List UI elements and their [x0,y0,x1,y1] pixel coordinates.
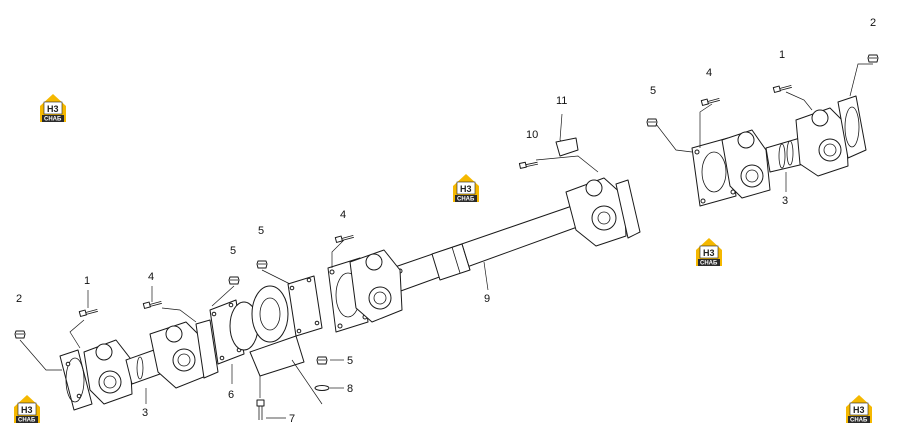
watermark-logo-3: H3 СНАБ [695,237,723,267]
callout-9: 9 [484,293,490,305]
bolt-4-right-icon [700,95,721,106]
watermark-bottom-text: СНАБ [700,261,718,267]
watermark-top-text: H3 [460,184,472,194]
callout-10: 10 [526,129,538,141]
nut-2-left-icon [14,330,26,339]
watermark-bottom-text: СНАБ [44,117,62,123]
upper-right-cardan-shaft [691,95,867,207]
plate-11-icon [555,137,579,157]
callout-7: 7 [289,413,295,425]
callout-3-right: 3 [782,195,788,207]
watermark-logo-1: H3 СНАБ [39,93,67,123]
bolt-4-mid-icon [334,232,355,243]
callout-4-mid: 4 [340,209,346,221]
bolt-7-icon [256,399,265,420]
nut-2-right-icon [867,54,879,63]
leader-5-mid-a [211,285,235,307]
bolt-4-left-icon [142,298,163,309]
leader-1-right [785,91,813,111]
callout-11: 11 [556,95,567,107]
watermark-bottom-text: СНАБ [18,418,36,424]
bolt-10-icon [518,159,539,169]
bolt-1-left-icon [78,306,99,317]
leader-10 [535,155,599,173]
leader-1-left-b [69,319,85,349]
callout-5-low: 5 [347,355,353,367]
leader-5-mid-b [261,269,291,285]
leader-2-left [19,339,62,371]
washer-8-icon [314,385,330,391]
watermark-top-text: H3 [47,104,59,114]
callout-4-right: 4 [706,67,712,79]
leader-4-mid [331,239,345,268]
callout-2-right: 2 [870,17,876,29]
lower-left-cardan-shaft [59,319,219,411]
nut-5-mid-a-icon [228,276,240,285]
watermark-bottom-text: СНАБ [457,197,475,203]
callout-1-right: 1 [779,49,785,61]
callout-5-mid-b: 5 [258,225,264,237]
callout-2-left: 2 [16,293,22,305]
bolt-1-right-icon [772,82,793,93]
leader-8-link [291,359,323,405]
watermark-logo-5: H3 СНАБ [845,394,873,424]
watermark-logo-4: H3 СНАБ [13,394,41,424]
watermark-top-text: H3 [853,405,865,415]
callout-4-left: 4 [148,271,154,283]
leader-4-right [699,103,713,148]
middle-long-shaft [327,177,641,333]
watermark-logo-2: H3 СНАБ [452,173,480,203]
leader-2-right [849,63,873,97]
callout-5-right: 5 [650,85,656,97]
watermark-top-text: H3 [703,248,715,258]
callout-3-left: 3 [142,407,148,419]
leader-9 [483,261,489,291]
leader-5-right [655,123,693,153]
watermark-top-text: H3 [21,405,33,415]
watermark-bottom-text: СНАБ [850,418,868,424]
callout-8: 8 [347,383,353,395]
callout-1-left: 1 [84,275,90,287]
nut-5-right-icon [646,118,658,127]
center-support-bearing [209,275,323,377]
leader-4-left-b [161,307,197,323]
callout-5-mid-a: 5 [230,245,236,257]
nut-5-mid-b-icon [256,260,268,269]
callout-6: 6 [228,389,234,401]
nut-5-low-icon [316,356,328,365]
